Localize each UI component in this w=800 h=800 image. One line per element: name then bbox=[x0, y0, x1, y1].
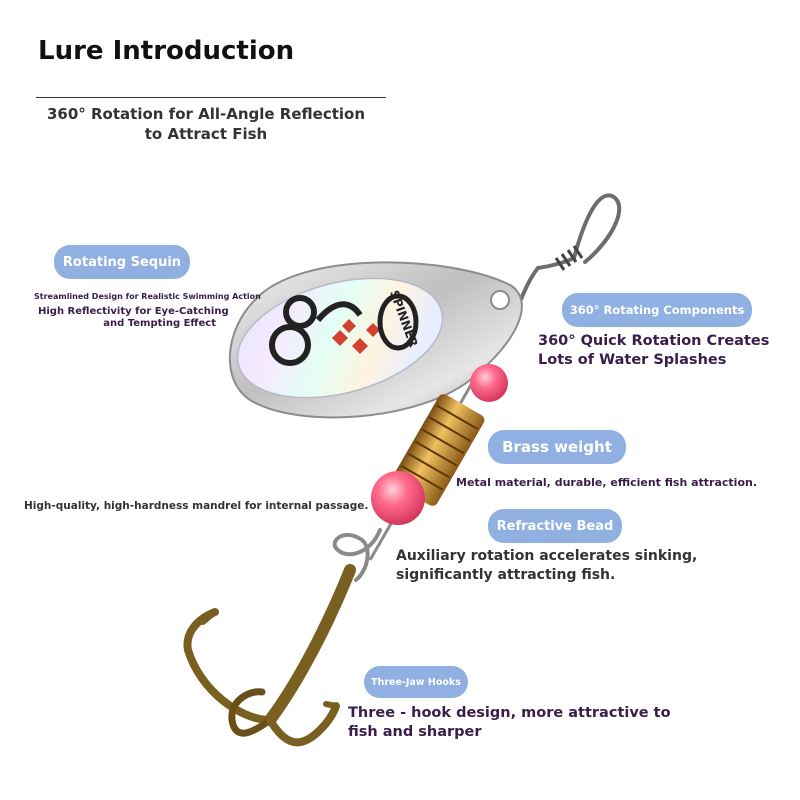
hook-eye-loop bbox=[332, 528, 382, 582]
brass-weight-tag: Brass weight bbox=[488, 430, 626, 464]
hooks-line2: fish and sharper bbox=[348, 724, 482, 740]
three-jaw-hooks-tag: Three-Jaw Hooks bbox=[364, 666, 468, 698]
rotating-sequin-line3: and Tempting Effect bbox=[103, 318, 216, 329]
mandrel-desc: High-quality, high-hardness mandrel for … bbox=[24, 500, 369, 512]
rotating-sequin-tag: Rotating Sequin bbox=[54, 245, 190, 279]
refractive-bead bbox=[371, 471, 425, 525]
rotating-components-line2: Lots of Water Splashes bbox=[538, 352, 727, 368]
title-divider bbox=[36, 97, 386, 98]
brass-weight-desc: Metal material, durable, efficient fish … bbox=[456, 476, 758, 489]
rotating-sequin-blade bbox=[229, 261, 523, 419]
rotating-components-line1: 360° Quick Rotation Creates bbox=[538, 333, 770, 349]
treble-hook bbox=[183, 564, 356, 747]
refractive-bead-tag: Refractive Bead bbox=[488, 509, 622, 543]
refractive-bead-line2: significantly attracting fish. bbox=[396, 567, 616, 583]
refractive-bead-line1: Auxiliary rotation accelerates sinking, bbox=[396, 548, 698, 564]
rotating-sequin-line2: High Reflectivity for Eye-Catching bbox=[38, 306, 229, 317]
swivel-coil bbox=[554, 245, 584, 271]
rotating-components-tag: 360° Rotating Components bbox=[562, 293, 752, 327]
page-title: Lure Introduction bbox=[38, 36, 295, 66]
rotating-sequin-line1: Streamlined Design for Realistic Swimmin… bbox=[34, 292, 261, 301]
page-subtitle: 360° Rotation for All-Angle Reflection t… bbox=[46, 105, 366, 143]
hooks-line1: Three - hook design, more attractive to bbox=[348, 705, 671, 721]
upper-bead bbox=[470, 364, 508, 402]
